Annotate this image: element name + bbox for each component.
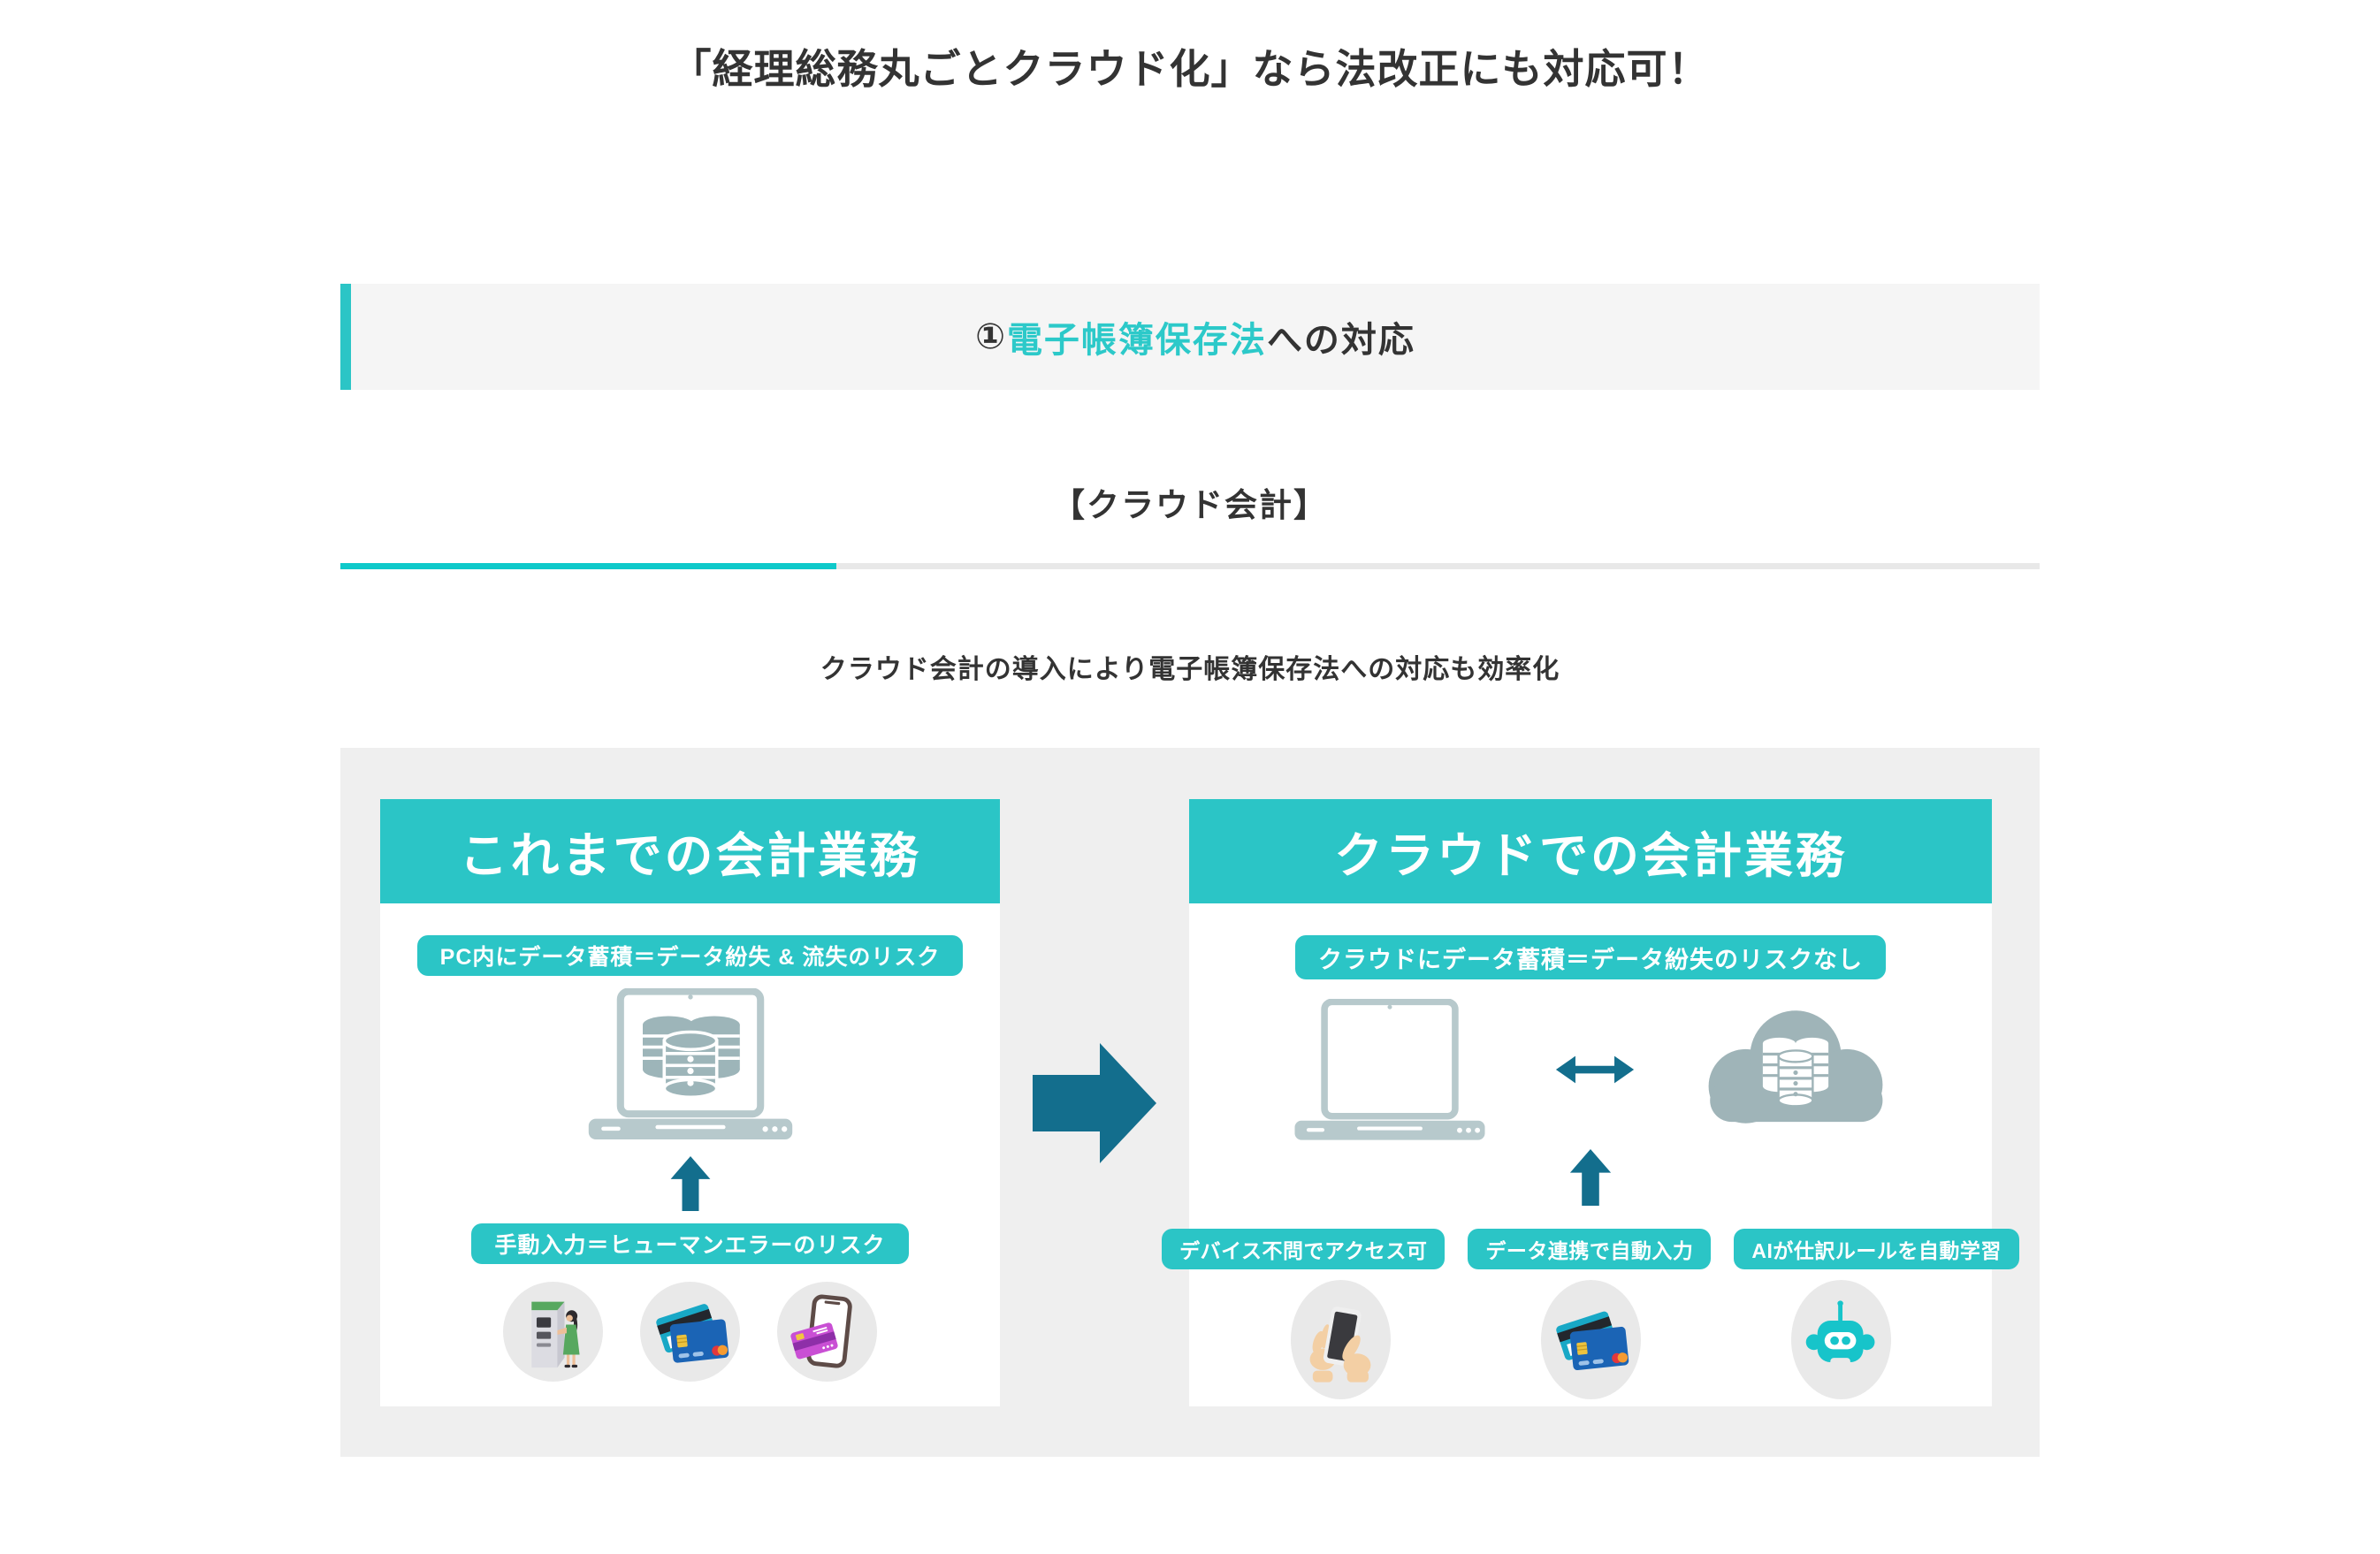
panel-after-cloud: クラウドでの会計業務 クラウドにデータ蓄積＝データ紛失のリスクなし: [1162, 799, 2019, 1406]
right-arrow-icon: [1033, 1043, 1156, 1163]
carousel-scroll-thumb[interactable]: [340, 563, 837, 569]
smartphone-card-icon: [777, 1282, 877, 1382]
benefit-badge-auto-input: データ連携で自動入力: [1468, 1229, 1712, 1269]
benefit-badge-cloud-storage: クラウドにデータ蓄積＝データ紛失のリスクなし: [1295, 935, 1886, 979]
law-link[interactable]: 電子帳簿保存法: [1006, 321, 1267, 360]
risk-badge-human-error: 手動入力＝ヒューマンエラーのリスク: [471, 1223, 909, 1264]
before-icons-row: [503, 1282, 877, 1382]
up-arrow-icon: [1566, 1149, 1615, 1206]
cloud-database-icon: [1689, 999, 1903, 1135]
laptop-database-icon: [571, 987, 810, 1147]
section-heading: ① 電子帳簿保存法 への対応: [340, 284, 2040, 390]
laptop-icon: [1278, 998, 1501, 1147]
section-heading-suffix: への対応: [1266, 321, 1415, 360]
benefit-badge-any-device: デバイス不問でアクセス可: [1162, 1229, 1446, 1269]
panel-before-cloud: これまでの会計業務 PC内にデータ蓄積＝データ紛失 & 流失のリスク: [380, 799, 1000, 1406]
cloud-sync-illustration: [1278, 998, 1903, 1149]
lead-text: クラウド会計の導入により電子帳簿保存法への対応も効率化: [820, 655, 1560, 684]
comparison-box: これまでの会計業務 PC内にデータ蓄積＝データ紛失 & 流失のリスク: [340, 748, 2040, 1457]
after-badges-row: デバイス不問でアクセス可 データ連携で自動入力 AIが仕訳ルールを自動学習: [1162, 1229, 2019, 1269]
credit-cards-icon: [640, 1282, 740, 1382]
panel-after-title: クラウドでの会計業務: [1189, 799, 1992, 903]
panel-before-title: これまでの会計業務: [380, 799, 1000, 903]
section-number: ①: [975, 317, 1007, 356]
credit-cards-icon: [1540, 1280, 1641, 1399]
tab-cloud-accounting: 【クラウド会計】: [1052, 487, 1328, 523]
page-title: 「経理総務丸ごとクラウド化」なら法改正にも対応可！: [670, 46, 1710, 92]
benefit-badge-ai-learning: AIが仕訳ルールを自動学習: [1734, 1229, 2019, 1269]
up-arrow-icon: [667, 1156, 714, 1211]
content-column: ① 電子帳簿保存法 への対応 【クラウド会計】 クラウド会計の導入により電子帳簿…: [340, 284, 2040, 1457]
sync-arrows-icon: [1554, 1050, 1636, 1089]
atm-user-icon: [503, 1282, 603, 1382]
after-icons-row: [1290, 1280, 1891, 1399]
hand-smartphone-icon: [1290, 1280, 1391, 1399]
robot-icon: [1790, 1280, 1891, 1399]
risk-badge-data-loss: PC内にデータ蓄積＝データ紛失 & 流失のリスク: [416, 935, 964, 976]
carousel-scrollbar[interactable]: [340, 563, 2040, 569]
